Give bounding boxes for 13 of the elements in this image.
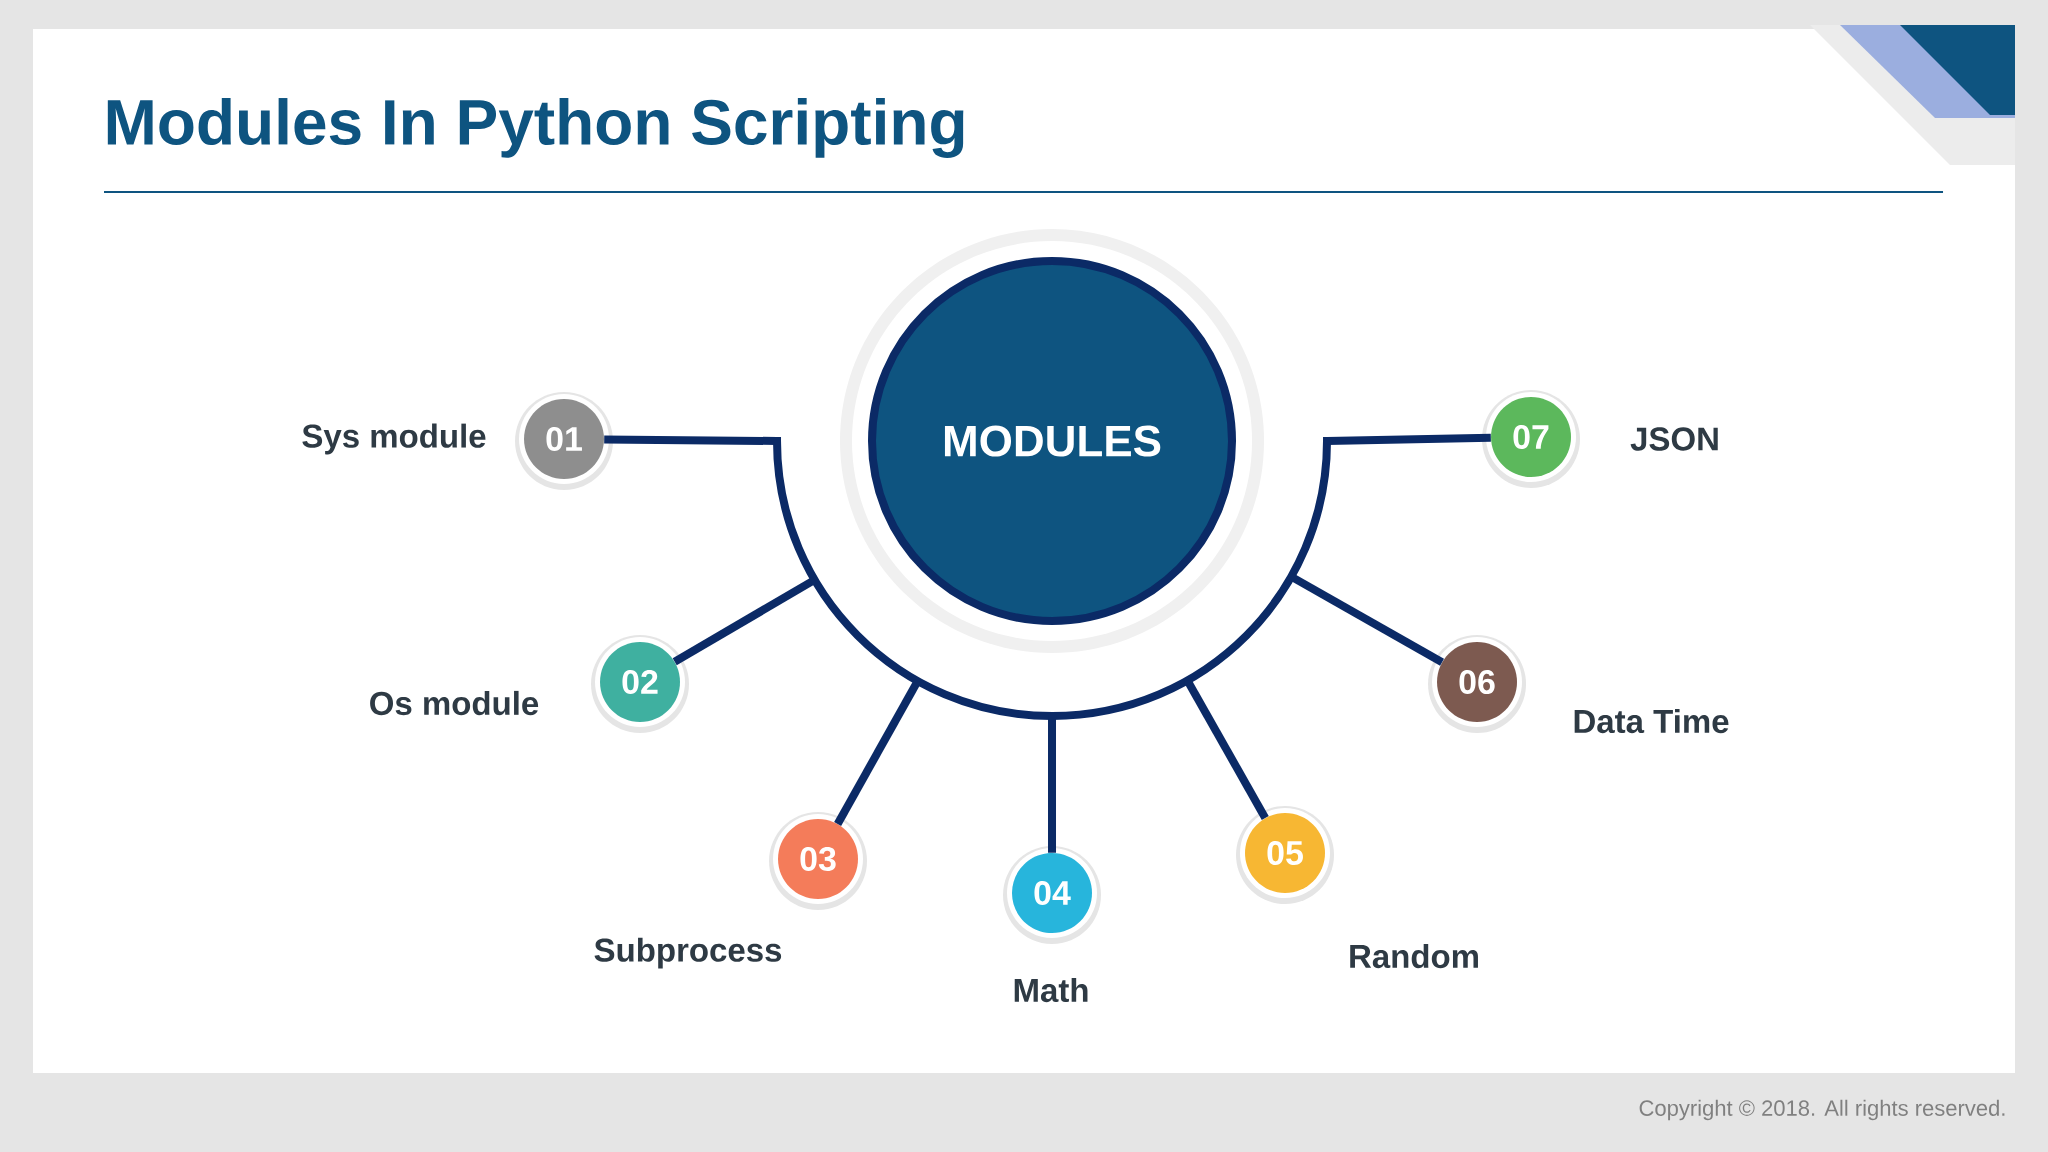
module-label: Subprocess (594, 937, 782, 969)
copyright-note: Copyright © 2018. All rights reserved. (1639, 1099, 2005, 1121)
diagram-title: Modules In Python Scripting (107, 98, 964, 158)
module-label: Sys module (302, 423, 486, 455)
module-label: Os module (370, 690, 539, 716)
module-label: Data Time (1574, 708, 1729, 734)
connector-line (834, 679, 922, 826)
module-label: Math (1014, 977, 1088, 1003)
connector-line (1289, 573, 1444, 666)
module-label: JSON (1630, 427, 1718, 451)
connector-line (672, 576, 817, 666)
connector-line (1183, 678, 1269, 820)
module-label: Random (1350, 943, 1478, 969)
